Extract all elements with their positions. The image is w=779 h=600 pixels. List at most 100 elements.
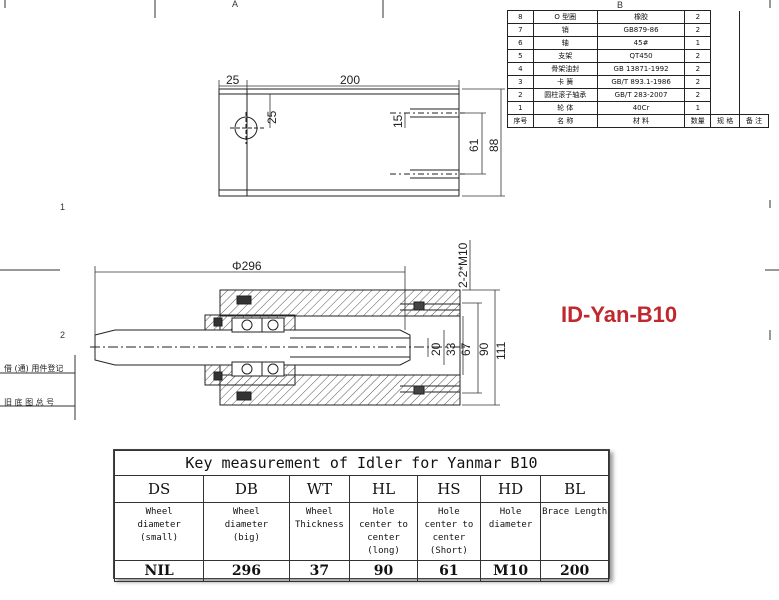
bom-cell-qty: 2 xyxy=(684,10,712,24)
key-desc-cell: Brace Length xyxy=(540,502,609,561)
bom-cell-name: O 型圈 xyxy=(532,10,598,24)
bom-header-no: 序号 xyxy=(507,114,534,128)
top-view-dimensions xyxy=(218,80,505,197)
section-view xyxy=(90,289,470,406)
key-code-cell: HD xyxy=(479,475,542,503)
side-label-reference: 旧 底 图 总 号 xyxy=(4,398,55,407)
bom-cell-no: 6 xyxy=(507,36,534,50)
key-desc-cell: Hole diameter xyxy=(479,502,542,561)
part-id-label: ID-Yan-B10 xyxy=(561,302,678,327)
bom-cell-name: 支架 xyxy=(532,49,598,63)
bom-cell-qty: 1 xyxy=(684,101,712,115)
grid-label-row2: 2 xyxy=(60,330,66,340)
dim-200: 200 xyxy=(340,73,360,87)
dim-61: 61 xyxy=(467,138,481,152)
key-value-cell: 200 xyxy=(540,560,609,582)
dim-phi-296: Φ296 xyxy=(232,259,262,273)
bom-header-note: 备 注 xyxy=(739,114,769,128)
bom-cell-empty xyxy=(739,23,769,37)
frame-lines xyxy=(0,0,779,420)
key-code-cell: WT xyxy=(288,475,351,503)
key-desc-cell: Hole center to center (Short) xyxy=(416,502,481,561)
bom-cell-spec: 橡胶 xyxy=(596,10,686,24)
dim-thread-m10: 2-2*M10 xyxy=(456,242,470,288)
bom-cell-name: 卡 簧 xyxy=(532,75,598,89)
dim-20: 20 xyxy=(429,342,443,356)
bom-cell-no: 1 xyxy=(507,101,534,115)
key-code-cell: HL xyxy=(349,475,418,503)
key-desc-cell: Wheel diameter (small) xyxy=(113,502,205,561)
dimension-labels: 25 200 25 15 61 88 Φ296 2-2*M10 20 33 67… xyxy=(226,73,508,360)
bom-cell-name: 圆柱滚子轴承 xyxy=(532,88,598,102)
bom-cell-spec: GB/T 283-2007 xyxy=(596,88,686,102)
dim-25-top: 25 xyxy=(226,73,240,87)
bom-cell-spec: GB879-86 xyxy=(596,23,686,37)
key-code-cell: DB xyxy=(203,475,290,503)
bom-cell-name: 轮 体 xyxy=(532,101,598,115)
top-view xyxy=(218,88,465,197)
bom-cell-spec: 40Cr xyxy=(596,101,686,115)
bom-header-spec: 材 料 xyxy=(596,114,686,128)
bom-cell-spec: GB 13871-1992 xyxy=(596,62,686,76)
bom-cell-no: 7 xyxy=(507,23,534,37)
dim-67: 67 xyxy=(459,342,473,356)
bom-cell-qty: 2 xyxy=(684,62,712,76)
bom-cell-name: 骨架油封 xyxy=(532,62,598,76)
key-value-cell: 61 xyxy=(416,560,481,582)
bom-cell-qty: 1 xyxy=(684,36,712,50)
grid-label-a: A xyxy=(232,0,239,9)
bom-cell-empty xyxy=(739,75,769,89)
bom-cell-empty xyxy=(739,49,769,63)
bom-cell-name: 销 xyxy=(532,23,598,37)
key-desc-cell: Wheel diameter (big) xyxy=(203,502,290,561)
bom-cell-spec: GB/T 893.1-1986 xyxy=(596,75,686,89)
bom-cell-spec: 45# xyxy=(596,36,686,50)
bom-header-name: 名 称 xyxy=(532,114,598,128)
key-code-cell: DS xyxy=(113,475,205,503)
bom-cell-empty xyxy=(710,23,740,37)
bom-header-size: 规 格 xyxy=(710,114,741,128)
bom-cell-no: 2 xyxy=(507,88,534,102)
key-desc-cell: Hole center to center (long) xyxy=(349,502,418,561)
bom-cell-empty xyxy=(710,62,740,76)
bom-cell-empty xyxy=(710,88,740,102)
bom-cell-empty xyxy=(739,88,769,102)
bom-cell-empty xyxy=(710,75,740,89)
key-value-cell: 37 xyxy=(288,560,351,582)
bom-cell-qty: 2 xyxy=(684,75,712,89)
dim-33: 33 xyxy=(444,342,458,356)
bom-cell-empty xyxy=(739,36,769,50)
dim-15: 15 xyxy=(391,114,405,128)
bom-cell-empty xyxy=(710,10,740,24)
bom-cell-empty xyxy=(739,10,769,24)
key-desc-cell: Wheel Thickness xyxy=(288,502,351,561)
bom-cell-no: 5 xyxy=(507,49,534,63)
bom-cell-qty: 2 xyxy=(684,49,712,63)
bom-cell-no: 3 xyxy=(507,75,534,89)
key-code-cell: BL xyxy=(540,475,609,503)
bom-cell-spec: QT450 xyxy=(596,49,686,63)
dim-88: 88 xyxy=(487,138,501,152)
key-measurement-table: Key measurement of Idler for Yanmar B10 … xyxy=(113,450,609,582)
dim-111: 111 xyxy=(494,341,508,360)
section-view-dimensions xyxy=(94,240,500,406)
grid-label-row1: 1 xyxy=(60,202,66,212)
dim-25-vertical: 25 xyxy=(265,110,279,124)
bom-cell-empty xyxy=(710,101,740,115)
key-measurement-panel: Key measurement of Idler for Yanmar B10 … xyxy=(113,449,610,582)
bom-cell-qty: 2 xyxy=(684,23,712,37)
bom-cell-empty xyxy=(710,49,740,63)
bom-header-row: 序号名 称材 料数量规 格备 注 xyxy=(507,114,769,128)
side-label-registration: 借 (通) 用件登记 xyxy=(4,364,64,373)
